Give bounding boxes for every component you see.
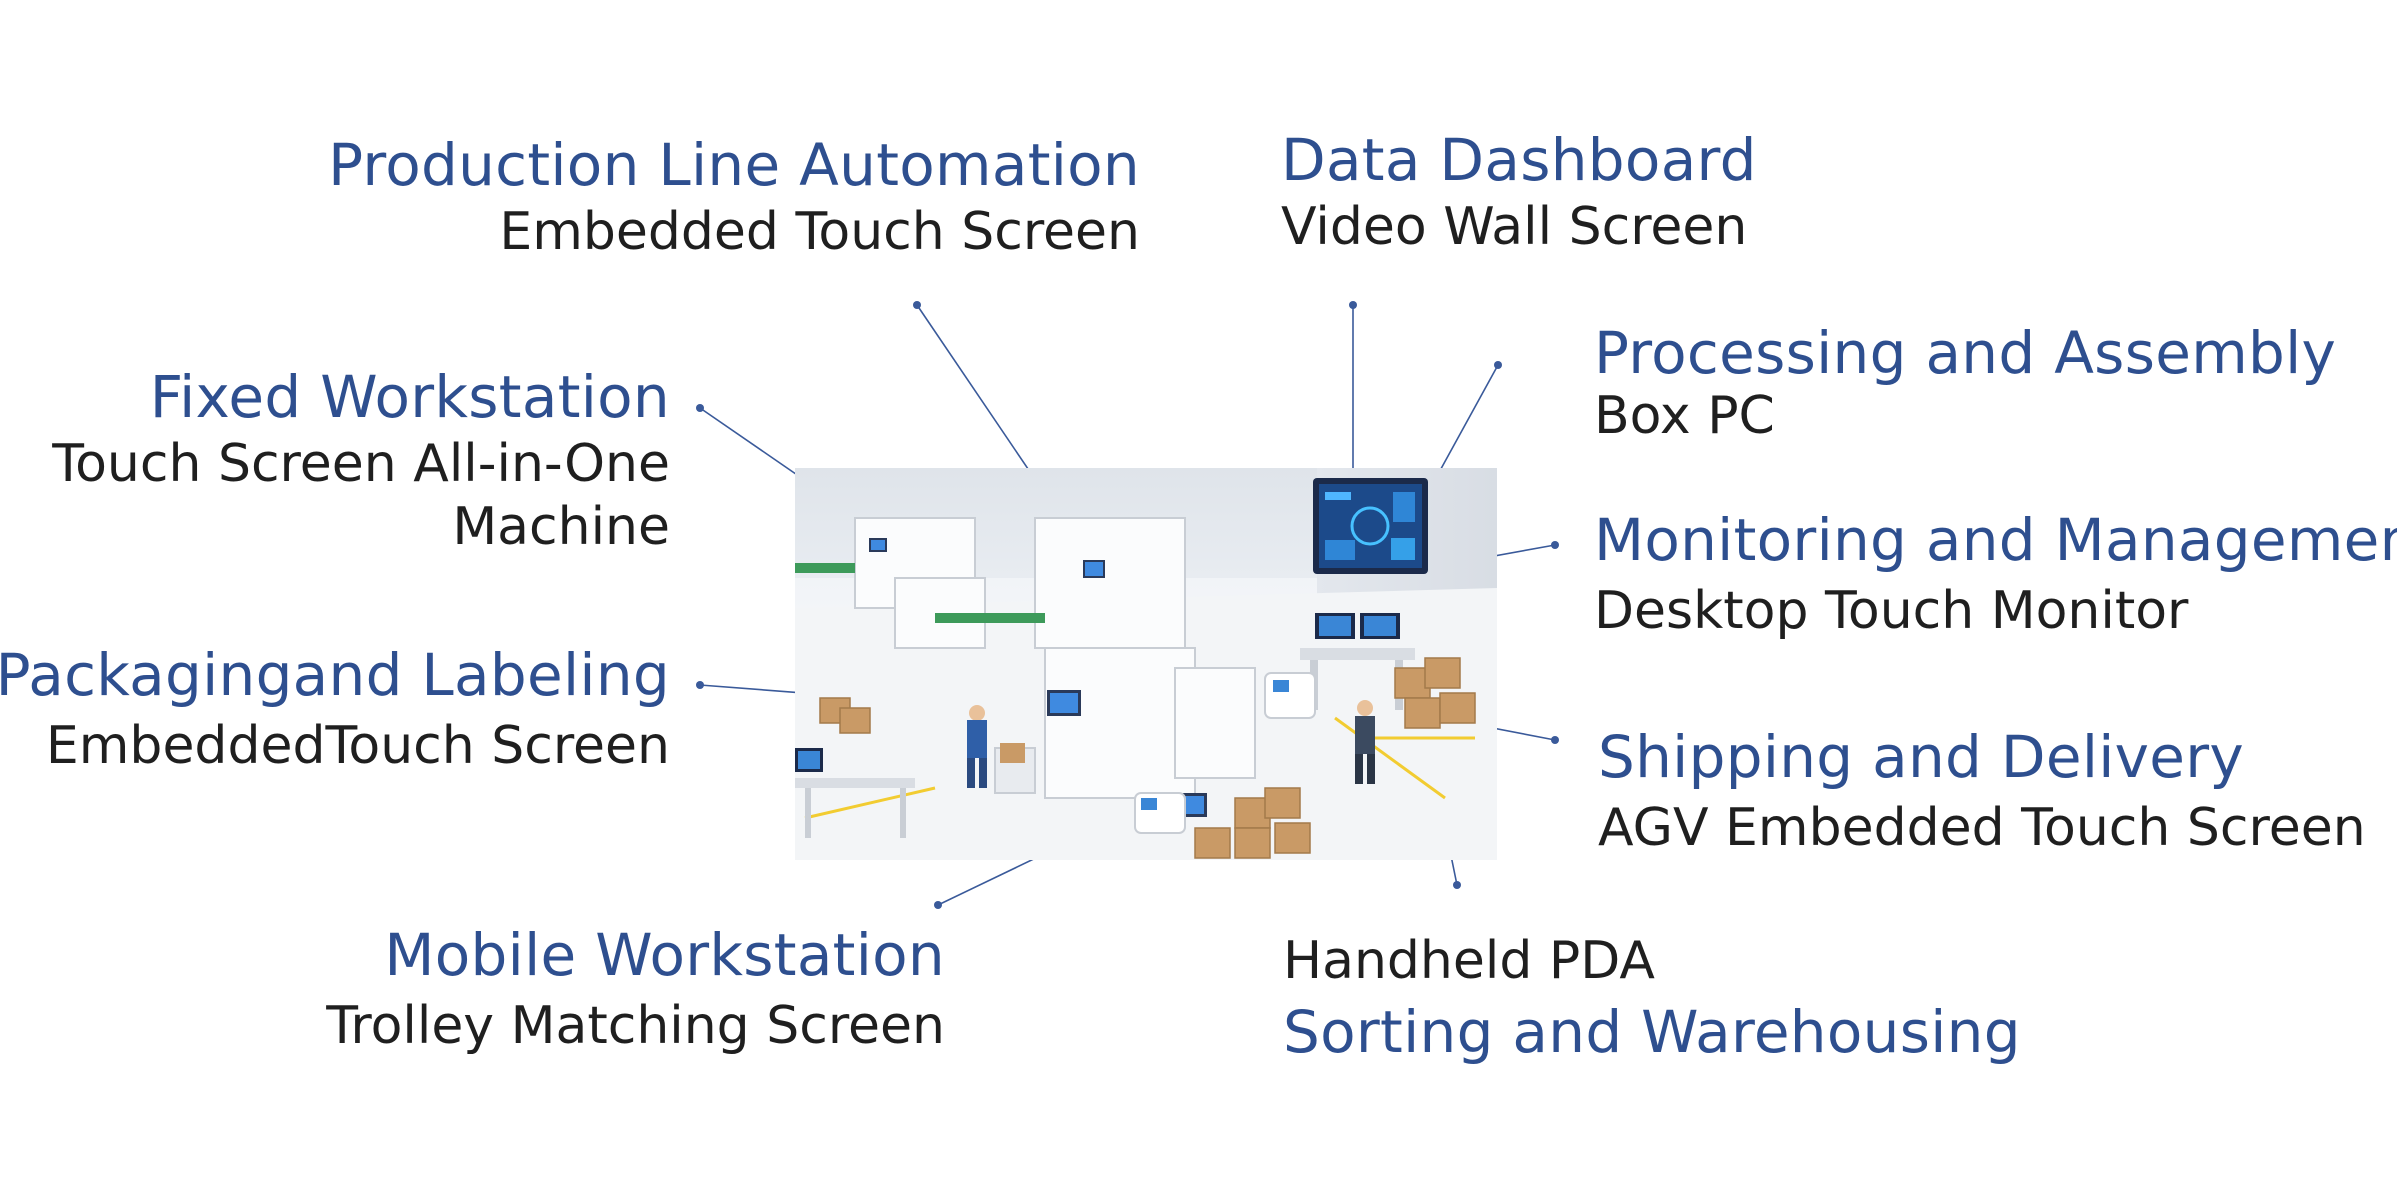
conveyor: [795, 563, 1045, 623]
packaging-labeling-title: Packagingand Labeling: [0, 641, 670, 709]
label-packaging-labeling: Packagingand Labeling EmbeddedTouch Scre…: [0, 640, 670, 778]
workers: [967, 700, 1375, 788]
sorting-warehousing-subtitle: Handheld PDA: [1283, 931, 1655, 991]
data-dashboard-title: Data Dashboard: [1281, 126, 1757, 194]
factory-illustration: [795, 468, 1497, 860]
video-wall-screen: [1313, 478, 1428, 574]
mobile-workstation-title: Mobile Workstation: [384, 921, 945, 989]
label-data-dashboard: Data Dashboard Video Wall Screen: [1281, 125, 1757, 259]
agv-robot: [1134, 672, 1316, 834]
cardboard-boxes: [819, 657, 1476, 859]
processing-assembly-subtitle: Box PC: [1594, 385, 1775, 446]
shipping-delivery-subtitle: AGV Embedded Touch Screen: [1598, 797, 2366, 858]
factory-scene: [795, 478, 1497, 860]
connector-dot-production-line: [913, 301, 921, 309]
label-monitoring-management: Monitoring and Management Desktop Touch …: [1594, 505, 2397, 643]
production-machines: [854, 517, 1256, 799]
monitoring-management-title: Monitoring and Management: [1594, 506, 2397, 574]
connector-dot-monitoring: [1551, 541, 1559, 549]
label-sorting-warehousing: Handheld PDA Sorting and Warehousing: [1283, 930, 2021, 1068]
connector-dot-sorting: [1453, 881, 1461, 889]
fixed-workstation-desk: [795, 748, 915, 838]
fixed-workstation-subtitle-line2: Machine: [452, 497, 670, 558]
fixed-workstation-title: Fixed Workstation: [149, 363, 670, 431]
label-mobile-workstation: Mobile Workstation Trolley Matching Scre…: [326, 920, 945, 1058]
mobile-workstation-subtitle: Trolley Matching Screen: [326, 995, 945, 1056]
sorting-warehousing-title: Sorting and Warehousing: [1283, 998, 2021, 1067]
packaging-labeling-subtitle: EmbeddedTouch Screen: [45, 715, 670, 776]
production-line-subtitle: Embedded Touch Screen: [499, 201, 1140, 262]
fixed-workstation-subtitle-line1: Touch Screen All-in-One: [52, 433, 670, 494]
connector-dot-packaging: [696, 681, 704, 689]
label-fixed-workstation: Fixed Workstation Touch Screen All-in-On…: [52, 362, 670, 560]
data-dashboard-subtitle: Video Wall Screen: [1281, 196, 1748, 257]
production-line-title: Production Line Automation: [328, 131, 1140, 199]
label-production-line: Production Line Automation Embedded Touc…: [328, 130, 1140, 264]
connector-dot-shipping: [1551, 736, 1559, 744]
connector-dot-fixed-workstation: [696, 404, 704, 412]
processing-assembly-title: Processing and Assembly: [1594, 319, 2337, 387]
shipping-delivery-title: Shipping and Delivery: [1598, 723, 2245, 791]
monitoring-management-subtitle: Desktop Touch Monitor: [1594, 580, 2189, 641]
label-processing-assembly: Processing and Assembly Box PC: [1594, 318, 2336, 448]
connector-dot-data-dashboard: [1349, 301, 1357, 309]
connector-dot-processing-assembly: [1494, 361, 1502, 369]
connector-dot-mobile: [934, 901, 942, 909]
trolley: [994, 743, 1036, 794]
label-shipping-delivery: Shipping and Delivery AGV Embedded Touch…: [1598, 722, 2366, 860]
